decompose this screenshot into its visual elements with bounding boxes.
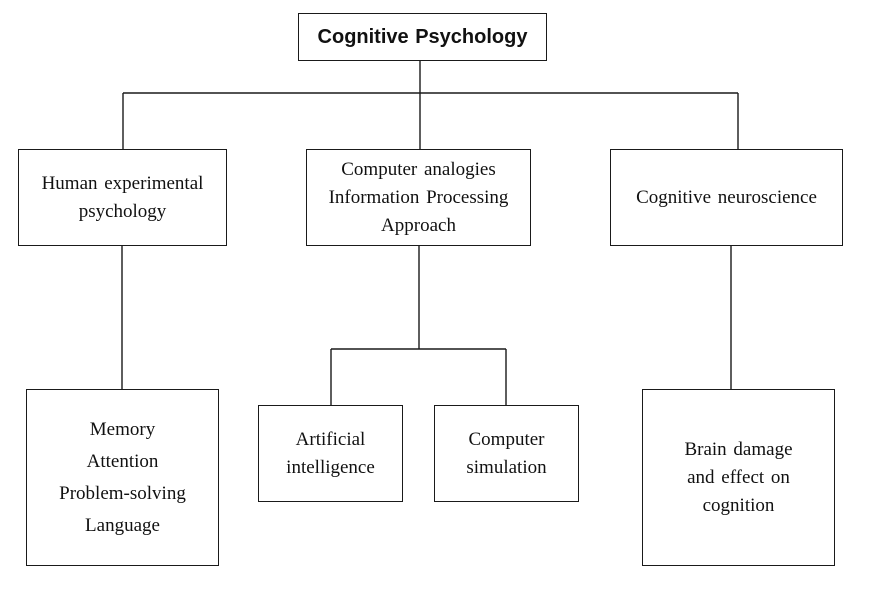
node-text-line: psychology: [78, 200, 167, 222]
node-text-line: Brain damage: [684, 438, 793, 460]
node-text-line: Information Processing: [328, 186, 509, 208]
node-text-line: Attention: [86, 450, 159, 472]
branch-node-human-experimental-psychology: Human experimental psychology: [18, 149, 227, 246]
node-text-line: Problem-solving: [59, 482, 186, 504]
branch-node-information-processing: Computer analogies Information Processin…: [306, 149, 531, 246]
node-text-line: Approach: [381, 214, 456, 236]
leaf-node-cognitive-topics: Memory Attention Problem-solving Languag…: [26, 389, 219, 566]
node-text-line: Memory: [89, 418, 156, 440]
leaf-node-computer-simulation: Computer simulation: [434, 405, 579, 502]
node-text-line: Human experimental: [41, 172, 204, 194]
root-node-label: Cognitive Psychology: [317, 26, 528, 48]
leaf-node-artificial-intelligence: Artificial intelligence: [258, 405, 403, 502]
node-text-line: simulation: [466, 456, 547, 478]
leaf-node-brain-damage: Brain damage and effect on cognition: [642, 389, 835, 566]
node-text-line: intelligence: [286, 456, 375, 478]
node-text-line: Cognitive neuroscience: [636, 186, 817, 208]
node-text-line: and effect on: [687, 466, 790, 488]
node-text-line: Language: [85, 514, 160, 536]
node-text-line: Artificial: [295, 428, 366, 450]
node-text-line: cognition: [702, 494, 775, 516]
root-node: Cognitive Psychology: [298, 13, 547, 61]
node-text-line: Computer analogies: [341, 158, 496, 180]
branch-node-cognitive-neuroscience: Cognitive neuroscience: [610, 149, 843, 246]
node-text-line: Computer: [468, 428, 545, 450]
